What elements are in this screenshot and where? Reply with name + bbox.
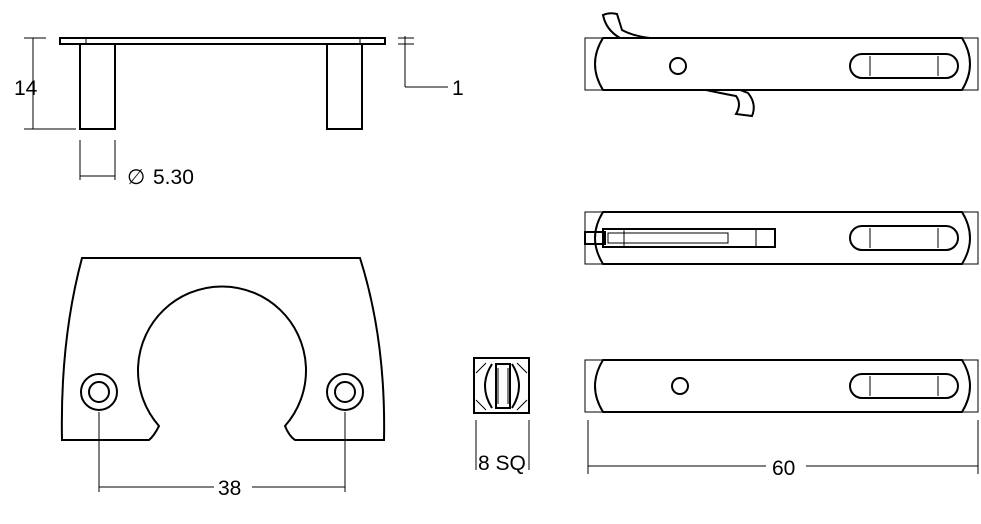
dim-pin-diameter: ∅ 5.30	[79, 140, 194, 189]
pin-hole-right	[326, 373, 364, 411]
latch-lower	[705, 89, 755, 118]
bar-outline-2	[594, 211, 971, 265]
bar-outline-3	[594, 359, 971, 413]
thread-arc-left	[484, 363, 493, 409]
bar1-slot	[849, 53, 959, 79]
slot-end	[495, 363, 511, 409]
diameter-symbol: ∅	[127, 166, 145, 189]
square-chamfers	[475, 362, 528, 411]
dim-height-label: 14	[14, 77, 38, 100]
bar-view-top	[584, 12, 979, 118]
dim-length: 60	[587, 420, 979, 480]
dim-square-label: 8 SQ	[478, 452, 526, 475]
plan-view: 38	[60, 257, 386, 500]
dim-hole-spacing: 38	[98, 412, 346, 500]
square-outline	[473, 357, 530, 414]
bar-view-bottom: 60	[584, 359, 979, 480]
dim-square: 8 SQ	[475, 420, 530, 475]
end-view: 8 SQ	[473, 357, 530, 475]
bar1-hole	[669, 57, 687, 75]
dim-thickness-label: 1	[452, 77, 464, 100]
plate-outline	[60, 257, 386, 441]
dim-thickness: 1	[398, 36, 464, 100]
pin-left-side	[79, 43, 116, 130]
bar2-slot	[849, 225, 959, 251]
bar-outline-1	[594, 37, 971, 91]
slide-outer	[602, 228, 776, 248]
pin-hole-left	[80, 373, 118, 411]
dim-pin-diameter-label: 5.30	[153, 166, 194, 189]
bar-view-middle	[584, 211, 979, 265]
thread-arc-right	[511, 363, 520, 409]
bar3-hole	[671, 377, 689, 395]
bar2-notch	[584, 231, 606, 245]
dim-hole-spacing-label: 38	[218, 477, 241, 500]
pin-right-side	[326, 43, 363, 130]
latch-upper	[601, 12, 651, 39]
side-view: 14 1 ∅ 5.30	[14, 36, 464, 189]
dim-length-label: 60	[772, 457, 795, 480]
dim-height: 14	[14, 37, 76, 130]
plate-side	[59, 37, 386, 45]
bar3-slot	[849, 373, 959, 399]
